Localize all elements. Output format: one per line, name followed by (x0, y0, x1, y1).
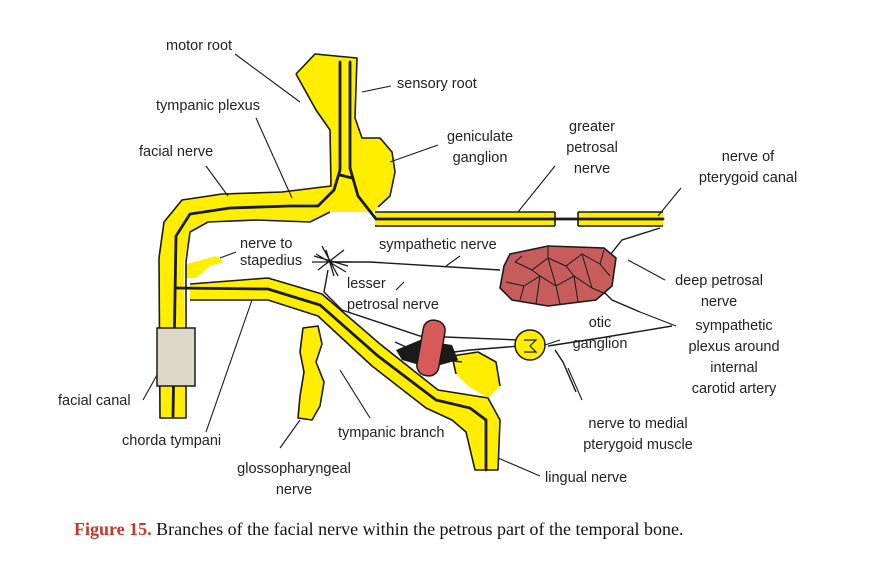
facial-canal-band (156, 327, 196, 387)
artery (396, 319, 458, 377)
label-lesser-petrosal-line-2: petrosal nerve (347, 297, 439, 313)
label-glossopharyngeal-line-1: glossopharyngeal (237, 461, 351, 477)
label-nerve-to-medial-pterygoid: nerve to medial pterygoid muscle (572, 414, 704, 456)
label-sympathetic-nerve: sympathetic nerve (379, 237, 497, 253)
label-geniculate-line-1: geniculate (446, 129, 514, 145)
label-stapedius-line-2: stapedius (240, 253, 303, 269)
label-pterygoid-canal-line-1: nerve of (721, 149, 775, 165)
label-greater-petrosal-line-3: nerve (573, 161, 611, 177)
label-geniculate-line-2: ganglion (452, 150, 508, 166)
label-medial-pterygoid-line-1: nerve to medial (588, 416, 688, 432)
label-geniculate-ganglion: geniculate ganglion (430, 127, 530, 169)
label-greater-petrosal-nerve: greater petrosal nerve (550, 117, 634, 180)
label-lesser-petrosal-line-1: lesser (347, 276, 386, 292)
label-sympathetic-plexus-line-3: internal (710, 360, 758, 376)
nerve-fibres (171, 60, 665, 472)
label-stapedius-line-1: nerve to (240, 236, 293, 252)
otic-ganglion (514, 329, 546, 361)
label-glossopharyngeal-line-2: nerve (275, 482, 313, 498)
facial-nerve-diagram (142, 53, 682, 477)
label-deep-petrosal-line-2: nerve (700, 294, 738, 310)
label-glossopharyngeal-nerve: glossopharyngeal nerve (226, 459, 362, 501)
label-deep-petrosal-nerve: deep petrosal nerve (660, 271, 778, 313)
leader-lines (142, 53, 682, 477)
label-nerve-to-stapedius: nerve to stapedius (240, 236, 302, 270)
figure-caption: Figure 15. Branches of the facial nerve … (74, 519, 683, 540)
label-greater-petrosal-line-2: petrosal (566, 140, 618, 156)
label-facial-nerve: facial nerve (139, 144, 214, 160)
label-sympathetic-plexus: sympathetic plexus around internal carot… (672, 316, 796, 400)
label-pterygoid-canal-line-2: pterygoid canal (698, 170, 798, 186)
label-sensory-root: sensory root (397, 76, 477, 92)
label-sympathetic-plexus-line-4: carotid artery (691, 381, 777, 397)
label-sympathetic-plexus-line-2: plexus around (688, 339, 780, 355)
caption-text: Branches of the facial nerve within the … (151, 519, 684, 539)
caption-label: Figure 15. (74, 519, 152, 539)
label-lesser-petrosal-nerve: lesser petrosal nerve (347, 274, 439, 316)
label-motor-root: motor root (166, 38, 233, 54)
label-otic-line-1: otic (588, 315, 612, 331)
label-otic-line-2: ganglion (572, 336, 628, 352)
pterygopalatine-ganglion (499, 245, 617, 307)
label-tympanic-plexus: tympanic plexus (156, 98, 260, 114)
label-deep-petrosal-line-1: deep petrosal (675, 273, 763, 289)
label-otic-ganglion: otic ganglion (562, 313, 638, 355)
label-tympanic-branch: tympanic branch (338, 425, 445, 441)
label-sympathetic-plexus-line-1: sympathetic (695, 318, 773, 334)
label-lingual-nerve: lingual nerve (545, 470, 628, 486)
label-nerve-of-pterygoid-canal: nerve of pterygoid canal (686, 147, 810, 189)
tympanic-plexus-knot (312, 245, 350, 277)
label-medial-pterygoid-line-2: pterygoid muscle (583, 437, 693, 453)
label-greater-petrosal-line-1: greater (569, 119, 615, 135)
label-chorda-tympani: chorda tympani (122, 433, 222, 449)
label-facial-canal: facial canal (58, 393, 131, 409)
